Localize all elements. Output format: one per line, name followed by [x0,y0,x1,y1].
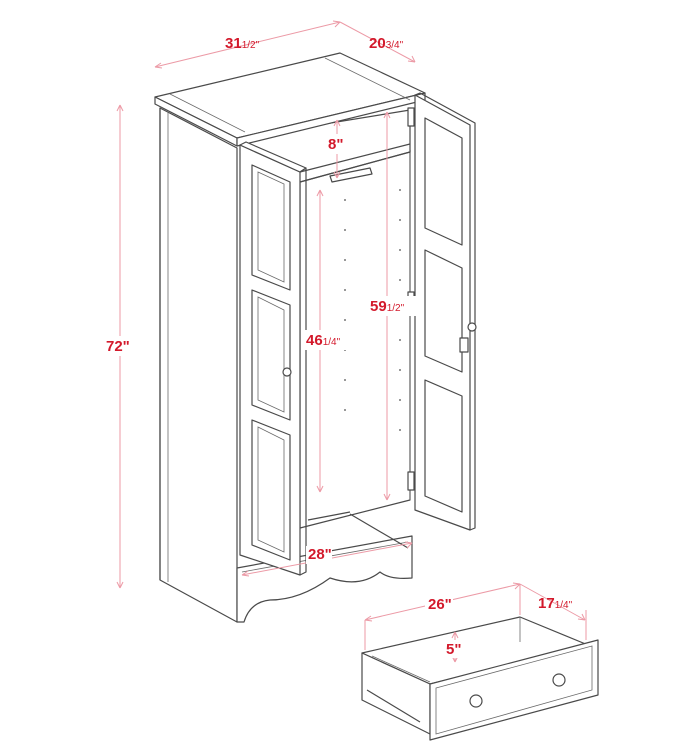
drawer-knob-left [469,694,483,708]
top-clearance-label: 8" [328,136,343,153]
base-apron [236,535,413,623]
interior-width-label: 28" [308,546,332,563]
height-label: 72" [106,338,130,355]
drawer-runner [307,511,409,549]
right-door [407,92,477,531]
depth-label: 203/4" [369,35,404,52]
door-knob [282,367,292,377]
drawer-width-label: 26" [428,596,452,613]
hinge-bottom [407,471,415,491]
left-door [239,141,307,576]
left-side-panel [159,107,238,623]
drawer [361,616,599,741]
drawer-height-label: 5" [446,641,461,658]
hinge-top [407,107,415,127]
interior-height-left-label: 461/4" [306,332,341,349]
drawer-slide [366,689,421,723]
cabinet [154,52,477,623]
shelf-pin-holes [344,189,401,431]
width-label: 311/2" [225,35,260,52]
interior-height-right-label: 591/2" [370,298,405,315]
drawer-knob-right [552,673,566,687]
drawer-depth-label: 171/4" [538,595,573,612]
